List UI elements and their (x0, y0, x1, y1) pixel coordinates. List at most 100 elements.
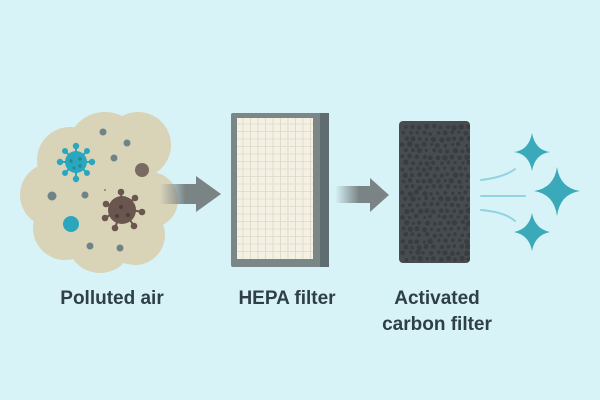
carbon-pore (416, 148, 423, 154)
carbon-pore (460, 220, 465, 224)
carbon-pore (450, 130, 455, 135)
carbon-pore (448, 178, 454, 184)
carbon-pore (432, 148, 437, 153)
carbon-pore (465, 179, 469, 183)
carbon-pore (451, 142, 455, 146)
carbon-pore (424, 137, 429, 142)
carbon-pore (459, 195, 465, 202)
carbon-pore (439, 233, 443, 238)
carbon-pore (456, 215, 460, 219)
carbon-pore (411, 161, 416, 166)
carbon-pore (464, 154, 470, 160)
carbon-pore (438, 257, 444, 263)
carbon-pore (446, 220, 451, 225)
carbon-pore (436, 228, 441, 232)
carbon-pore (452, 136, 457, 141)
carbon-pore (442, 226, 447, 231)
carbon-pore (438, 221, 443, 226)
carbon-pore (453, 161, 457, 165)
carbon-pore (452, 196, 458, 202)
carbon-pore (443, 238, 448, 243)
carbon-pore (435, 191, 440, 195)
carbon-pore (457, 166, 462, 171)
carbon-pore (423, 244, 429, 249)
carbon-pore (453, 185, 458, 189)
carbon-pore (424, 161, 430, 167)
carbon-pore (417, 185, 423, 191)
carbon-pore (463, 190, 468, 195)
carbon-pore (439, 244, 445, 250)
carbon-pore (402, 196, 408, 201)
carbon-pore (404, 208, 410, 215)
carbon-pore (440, 161, 444, 166)
carbon-pore (410, 196, 416, 202)
carbon-pore (407, 226, 413, 232)
activated-carbon-filter (399, 121, 470, 263)
carbon-pore (452, 172, 459, 178)
carbon-pore (408, 202, 412, 207)
carbon-pore (466, 232, 470, 239)
polluted-air-label: Polluted air (60, 288, 164, 309)
carbon-pore (400, 215, 405, 220)
carbon-pore (463, 167, 468, 171)
carbon-pore (418, 161, 423, 166)
carbon-pore (430, 256, 436, 261)
carbon-pore (427, 238, 433, 245)
carbon-pore (459, 172, 464, 177)
carbon-pore (453, 232, 457, 236)
hepa-filter-label: HEPA filter (238, 288, 336, 309)
carbon-filter-label-line1: Activated (394, 288, 480, 309)
carbon-pore (465, 207, 470, 214)
carbon-pore (437, 238, 441, 243)
carbon-pore (461, 161, 465, 165)
carbon-pore (435, 201, 440, 207)
teal-virus-icon (56, 142, 96, 183)
carbon-pore (399, 142, 405, 148)
carbon-pore (450, 251, 455, 257)
carbon-pore (458, 124, 464, 130)
carbon-pore (438, 148, 443, 154)
carbon-pore (429, 192, 433, 196)
carbon-pore (466, 185, 470, 189)
carbon-pore (410, 184, 415, 189)
carbon-pore (465, 173, 470, 179)
carbon-pore (416, 245, 422, 251)
carbon-pore (431, 184, 437, 189)
carbon-pore (425, 185, 429, 189)
carbon-pore (408, 239, 413, 245)
carbon-pore (442, 250, 448, 256)
carbon-pore (459, 244, 465, 249)
carbon-pore (424, 148, 428, 152)
carbon-pore (411, 221, 415, 226)
carbon-pore (438, 184, 443, 189)
carbon-pore (449, 214, 454, 219)
carbon-pore (457, 155, 462, 161)
sparkle-icon (534, 167, 580, 216)
carbon-pore (425, 256, 429, 261)
hepa-filter (231, 113, 329, 267)
carbon-pore (423, 215, 427, 219)
polluted-air-cloud (20, 112, 178, 273)
carbon-pore (442, 155, 448, 161)
carbon-pore (417, 220, 422, 225)
carbon-pore (463, 214, 469, 220)
carbon-pore (432, 123, 437, 129)
carbon-pore (466, 124, 470, 130)
carbon-pore (429, 202, 434, 207)
clean-air-lines (480, 168, 526, 222)
carbon-pore (456, 226, 461, 231)
carbon-pore (432, 233, 437, 238)
carbon-pore (460, 233, 465, 238)
carbon-pore (413, 213, 419, 219)
carbon-pore (431, 244, 436, 249)
carbon-pore (438, 208, 444, 214)
carbon-pore (421, 251, 425, 255)
carbon-pore (408, 167, 413, 172)
carbon-pore (422, 227, 427, 233)
carbon-pore (443, 190, 448, 195)
carbon-pore (463, 130, 469, 136)
carbon-pore (452, 147, 459, 154)
carbon-pore (413, 189, 419, 195)
carbon-pore (459, 136, 464, 142)
carbon-pore (442, 214, 447, 220)
